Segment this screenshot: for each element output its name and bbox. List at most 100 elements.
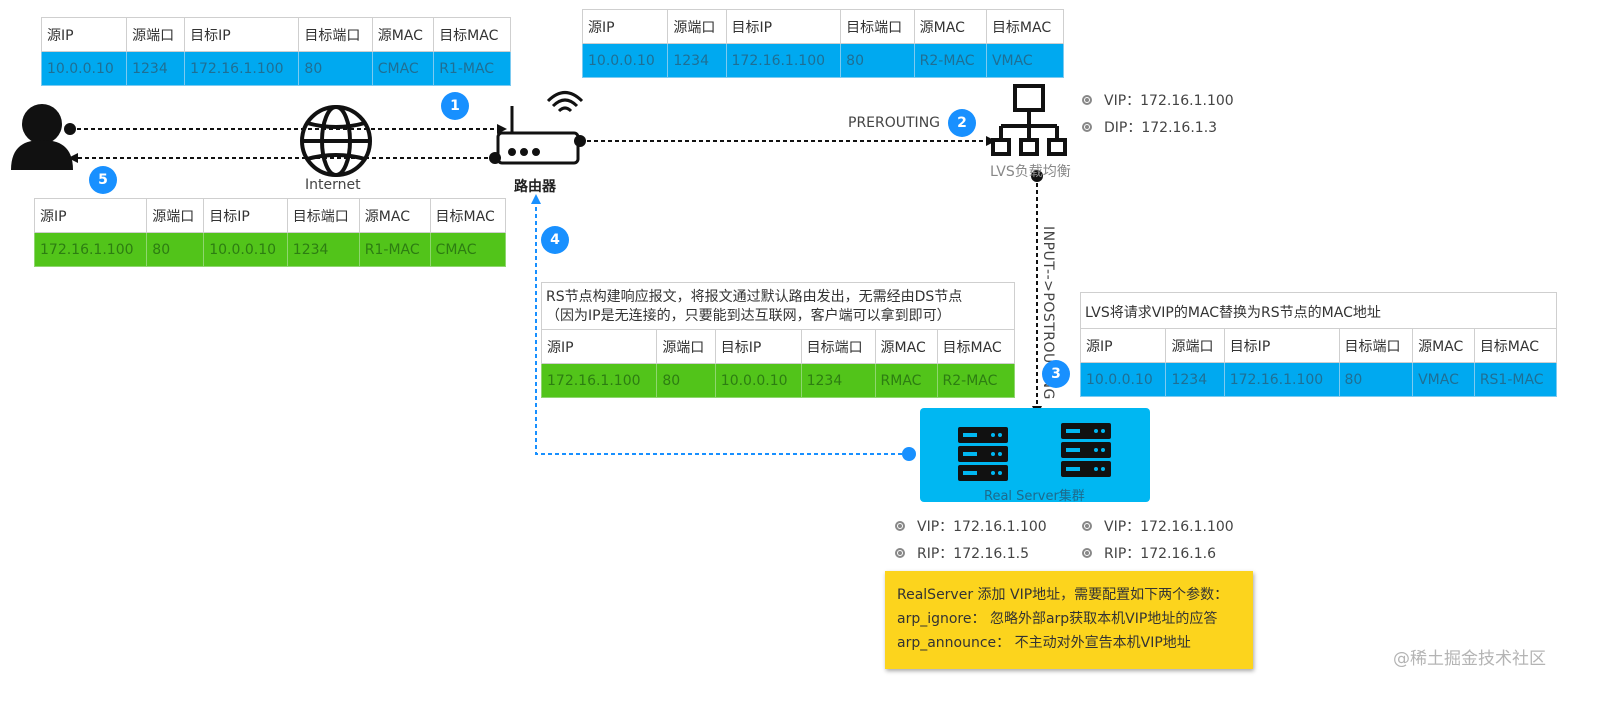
radio-dot-icon	[1082, 548, 1092, 558]
server-icon	[1061, 423, 1111, 477]
rs2-vip-text: VIP：172.16.1.100	[1104, 519, 1234, 535]
lvs-dip: DIP：172.16.1.3	[1082, 117, 1217, 137]
rs1-vip-text: VIP：172.16.1.100	[917, 519, 1047, 535]
step-badge-1: 1	[441, 92, 469, 120]
cell-dst-ip: 10.0.0.10	[714, 363, 802, 398]
rs1-rip: RIP：172.16.1.5	[895, 543, 1029, 563]
cell-dst-mac: VMAC	[985, 43, 1065, 78]
header-dst-mac: 目标MAC	[429, 198, 507, 233]
cell-dst-mac: R2-MAC	[936, 363, 1016, 398]
server-icon	[958, 427, 1008, 481]
radio-dot-icon	[1082, 122, 1092, 132]
rs-response-note-line1: RS节点构建响应报文，将报文通过默认路由发出，无需经由DS节点	[546, 289, 963, 305]
cell-dst-port: 80	[1338, 362, 1414, 397]
cell-dst-port: 1234	[286, 232, 360, 267]
cell-src-ip: 10.0.0.10	[40, 51, 128, 86]
cell-dst-mac: R1-MAC	[433, 51, 511, 86]
cell-src-port: 1234	[667, 43, 727, 78]
header-dst-port: 目标端口	[840, 9, 915, 44]
rs2-rip-text: RIP：172.16.1.6	[1104, 546, 1216, 562]
header-dst-mac: 目标MAC	[936, 329, 1016, 364]
cluster-label: Real Server集群	[984, 489, 1085, 504]
header-src-mac: 源MAC	[1412, 328, 1475, 363]
cell-src-port: 1234	[1165, 362, 1225, 397]
router-label: 路由器	[514, 179, 556, 195]
lvs-replace-note: LVS将请求VIP的MAC替换为RS节点的MAC地址	[1080, 292, 1557, 329]
real-server-cluster: Real Server集群	[920, 408, 1150, 504]
prerouting-label: PREROUTING	[848, 115, 941, 131]
packet-table-step1: 源IP 源端口 目标IP 目标端口 源MAC 目标MAC 10.0.0.10 1…	[40, 17, 511, 86]
internet-label: Internet	[305, 177, 361, 193]
header-dst-ip: 目标IP	[1223, 328, 1340, 363]
header-src-ip: 源IP	[40, 17, 128, 52]
globe-icon	[300, 105, 372, 177]
step-badge-4: 4	[541, 226, 569, 254]
load-balancer-icon	[991, 84, 1067, 156]
header-src-ip: 源IP	[581, 9, 669, 44]
cell-src-ip: 172.16.1.100	[540, 363, 658, 398]
header-dst-mac: 目标MAC	[985, 9, 1065, 44]
cell-src-ip: 10.0.0.10	[581, 43, 669, 78]
header-dst-ip: 目标IP	[714, 329, 802, 364]
cell-dst-ip: 172.16.1.100	[725, 43, 842, 78]
radio-dot-icon	[1082, 521, 1092, 531]
header-src-port: 源端口	[656, 329, 716, 364]
packet-table-step2: 源IP 源端口 目标IP 目标端口 源MAC 目标MAC 10.0.0.10 1…	[581, 9, 1065, 78]
rs1-vip: VIP：172.16.1.100	[895, 516, 1047, 536]
cell-src-mac: RMAC	[874, 363, 938, 398]
lvs-replace-note-text: LVS将请求VIP的MAC替换为RS节点的MAC地址	[1085, 305, 1381, 321]
router-icon	[496, 91, 584, 165]
cell-src-mac: CMAC	[371, 51, 435, 86]
step-badge-3: 3	[1042, 360, 1070, 388]
cell-dst-port: 80	[298, 51, 373, 86]
header-src-port: 源端口	[667, 9, 727, 44]
lvs-label: LVS负载均衡	[990, 164, 1071, 180]
header-dst-port: 目标端口	[286, 198, 360, 233]
rs1-rip-text: RIP：172.16.1.5	[917, 546, 1029, 562]
radio-dot-icon	[895, 548, 905, 558]
header-dst-port: 目标端口	[298, 17, 373, 52]
rs-response-note-line2: （因为IP是无连接的，只要能到达互联网，客户端可以拿到即可）	[546, 308, 951, 324]
cell-dst-mac: RS1-MAC	[1473, 362, 1558, 397]
header-dst-mac: 目标MAC	[1473, 328, 1558, 363]
header-src-ip: 源IP	[33, 198, 148, 233]
rs-response-note: RS节点构建响应报文，将报文通过默认路由发出，无需经由DS节点 （因为IP是无连…	[541, 282, 1015, 330]
cell-dst-port: 1234	[800, 363, 876, 398]
packet-table-step5: 源IP 源端口 目标IP 目标端口 源MAC 目标MAC 172.16.1.10…	[33, 198, 507, 267]
header-dst-mac: 目标MAC	[433, 17, 511, 52]
cell-dst-port: 80	[840, 43, 915, 78]
cell-src-port: 80	[656, 363, 716, 398]
header-src-ip: 源IP	[540, 329, 658, 364]
radio-dot-icon	[1082, 95, 1092, 105]
cell-dst-ip: 172.16.1.100	[184, 51, 300, 86]
cell-src-ip: 10.0.0.10	[1079, 362, 1167, 397]
lvs-dip-text: DIP：172.16.1.3	[1104, 120, 1218, 136]
cell-dst-mac: CMAC	[429, 232, 507, 267]
header-src-mac: 源MAC	[371, 17, 435, 52]
user-icon	[11, 104, 73, 170]
header-dst-ip: 目标IP	[203, 198, 288, 233]
cell-src-mac: R2-MAC	[913, 43, 987, 78]
arp-note-line3: arp_announce： 不主动对外宣告本机VIP地址	[897, 635, 1191, 651]
lvs-vip: VIP：172.16.1.100	[1082, 90, 1234, 110]
cell-src-ip: 172.16.1.100	[33, 232, 148, 267]
lvs-vip-text: VIP：172.16.1.100	[1104, 93, 1234, 109]
packet-table-step3: 源IP 源端口 目标IP 目标端口 源MAC 目标MAC 10.0.0.10 1…	[1079, 328, 1558, 397]
watermark: @稀土掘金技术社区	[1393, 649, 1546, 669]
cell-src-mac: VMAC	[1412, 362, 1475, 397]
rs2-rip: RIP：172.16.1.6	[1082, 543, 1216, 563]
radio-dot-icon	[895, 521, 905, 531]
header-src-mac: 源MAC	[358, 198, 431, 233]
cell-src-port: 1234	[126, 51, 186, 86]
header-dst-port: 目标端口	[1338, 328, 1414, 363]
header-src-port: 源端口	[146, 198, 205, 233]
header-dst-ip: 目标IP	[184, 17, 300, 52]
header-src-mac: 源MAC	[874, 329, 938, 364]
header-dst-ip: 目标IP	[725, 9, 842, 44]
cell-dst-ip: 10.0.0.10	[203, 232, 288, 267]
header-dst-port: 目标端口	[800, 329, 876, 364]
cell-src-mac: R1-MAC	[358, 232, 431, 267]
header-src-port: 源端口	[1165, 328, 1225, 363]
chain-label: INPUT-->POSTROUTING	[1040, 226, 1056, 400]
step-badge-5: 5	[89, 166, 117, 194]
